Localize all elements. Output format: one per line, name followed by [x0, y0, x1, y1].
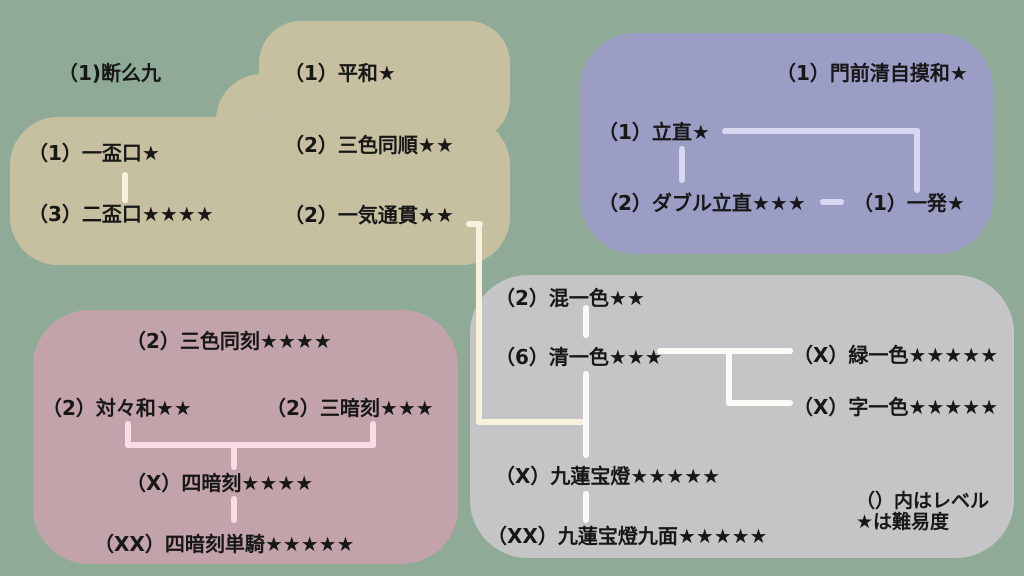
triplets-group-blob	[33, 310, 458, 564]
yaku-ryanpeikou: （3）二盃口★★★★	[28, 202, 214, 226]
connector-riichi-double-riichi	[679, 146, 685, 183]
yaku-tanyao: （1)断么九	[58, 61, 162, 85]
yaku-iipeikou: （1）一盃口★	[28, 141, 160, 165]
connector-riichi-ippatsu-horizontal	[722, 128, 920, 134]
connector-sanankou-bracket	[370, 421, 376, 448]
yaku-chuuren-poutou: （X）九蓮宝燈★★★★★	[495, 464, 721, 488]
yaku-tsuuiisou: （X）字一色★★★★★	[793, 395, 999, 419]
yaku-chuuren-poutou-kyuumen: （XX）九蓮宝燈九面★★★★★	[487, 524, 768, 548]
sequences-group-blob-lower	[10, 117, 510, 265]
connector-riichi-ippatsu-vertical	[914, 128, 920, 193]
yaku-ippatsu: （1）一発★	[853, 191, 965, 215]
yaku-chinitsu: （6）清一色★★★	[495, 345, 663, 369]
yaku-ryuuiisou: （X）緑一色★★★★★	[793, 343, 999, 367]
connector-bracket-suuankou	[231, 442, 237, 470]
yaku-pinfu: （1）平和★	[284, 61, 396, 85]
yaku-sanshoku-doukou: （2）三色同刻★★★★	[126, 329, 332, 353]
yaku-sanshoku-doujun: （2）三色同順★★	[284, 133, 454, 157]
yaku-menzen-tsumo: （1）門前清自摸和★	[776, 61, 968, 85]
flush-group-blob	[470, 275, 1014, 558]
connector-chuuren-kyuumen	[583, 491, 589, 523]
connector-ittsuu-vertical	[476, 221, 482, 425]
sequences-group-blob-corner	[216, 74, 262, 120]
connector-honitsu-chinitsu	[583, 305, 589, 338]
yaku-toitoi: （2）対々和★★	[42, 396, 192, 420]
yaku-suuankou-tanki: （XX）四暗刻単騎★★★★★	[94, 532, 355, 556]
yaku-honitsu: （2）混一色★★	[495, 286, 645, 310]
riichi-group-blob	[580, 33, 993, 254]
legend-note-line1: （）内はレベル	[856, 490, 990, 512]
connector-bracket-horizontal	[125, 442, 376, 448]
yaku-sanankou: （2）三暗刻★★★	[266, 396, 434, 420]
connector-suuankou-tanki	[231, 496, 237, 523]
connector-chinitsu-chuuren	[583, 371, 589, 458]
legend-note-line2: ★は難易度	[856, 511, 950, 533]
legend-note: （）内はレベル ★は難易度	[856, 491, 989, 533]
connector-ittsuu-stub	[466, 221, 483, 227]
connector-double-riichi-ippatsu	[820, 199, 844, 205]
connector-iipeikou-ryanpeikou	[122, 172, 128, 203]
yaku-double-riichi: （2）ダブル立直★★★	[598, 191, 806, 215]
connector-branch-tsuuiisou	[726, 400, 793, 406]
yaku-suuankou: （X）四暗刻★★★★	[126, 471, 314, 495]
yaku-riichi: （1）立直★	[598, 120, 710, 144]
connector-toitoi-bracket	[125, 421, 131, 448]
yaku-ittsuu: （2）一気通貫★★	[284, 203, 454, 227]
connector-branch-vertical	[726, 348, 732, 406]
connector-chinitsu-ryuuiisou	[657, 348, 793, 354]
connector-ittsuu-to-trunk	[476, 419, 589, 425]
